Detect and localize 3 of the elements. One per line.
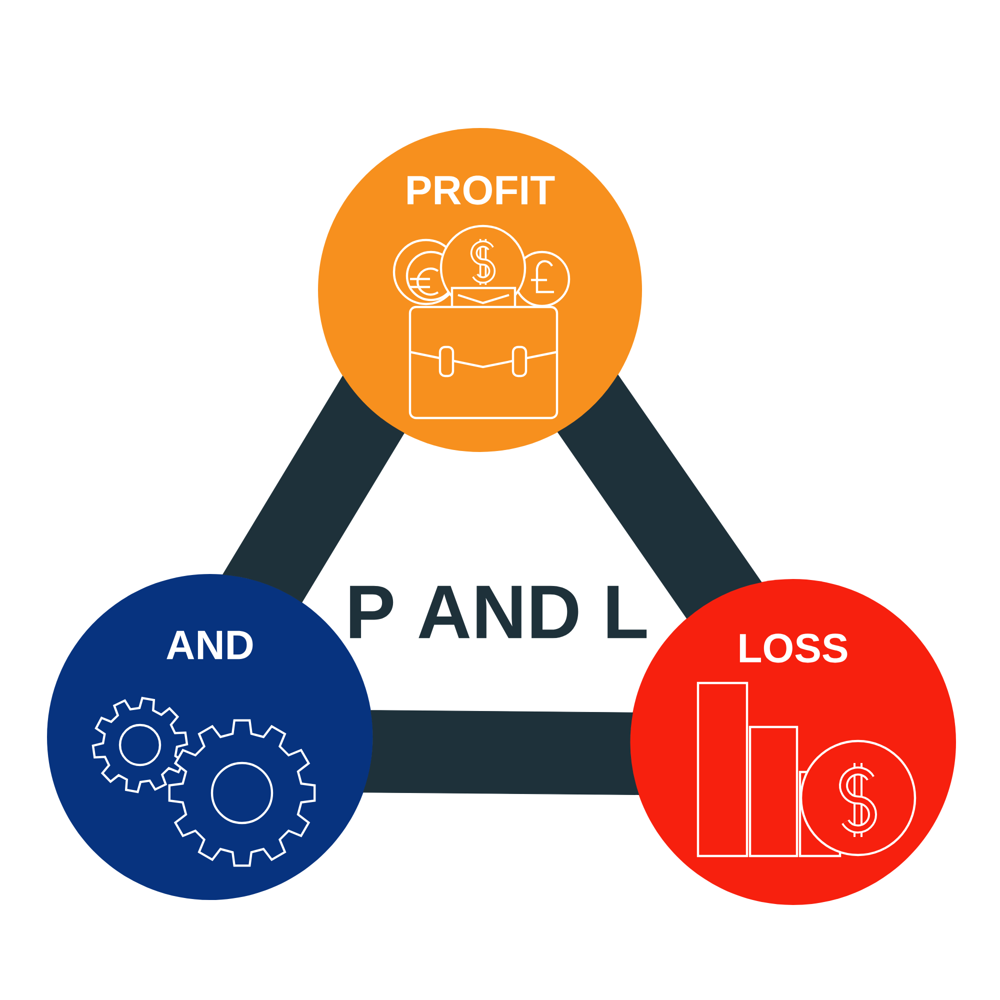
connector-bar bbox=[222, 376, 404, 603]
connector-bar bbox=[557, 374, 762, 619]
connector-bar bbox=[363, 710, 640, 795]
